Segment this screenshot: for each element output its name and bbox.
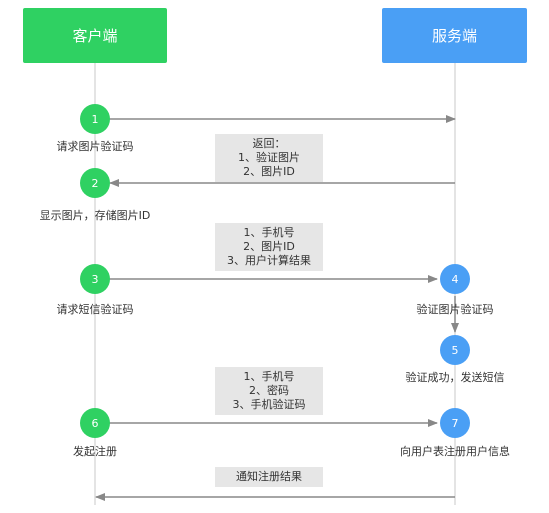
step-3-circle	[80, 264, 110, 294]
step-1-circle	[80, 104, 110, 134]
client-header: 客户端	[23, 8, 167, 63]
step-3-number: 3	[92, 273, 99, 286]
note-line: 2、图片ID	[243, 240, 295, 253]
note-register-result: 通知注册结果	[215, 467, 323, 487]
step-7-number: 7	[452, 417, 459, 430]
step-6-label: 发起注册	[73, 445, 117, 458]
step-4-circle	[440, 264, 470, 294]
step-5-circle	[440, 335, 470, 365]
note-line: 3、手机验证码	[232, 398, 306, 411]
step-2-label: 显示图片，存储图片ID	[39, 209, 151, 222]
step-6-circle	[80, 408, 110, 438]
step-1-number: 1	[92, 113, 99, 126]
note-line: 2、密码	[249, 384, 289, 397]
note-line: 2、图片ID	[243, 165, 295, 178]
note-line: 返回：	[252, 137, 286, 150]
step-2-circle	[80, 168, 110, 198]
note-line: 1、验证图片	[238, 151, 300, 164]
note-register-request: 1、手机号 2、密码 3、手机验证码	[215, 367, 323, 415]
server-title: 服务端	[431, 27, 477, 45]
step-3-label: 请求短信验证码	[56, 303, 134, 316]
step-5-number: 5	[452, 344, 459, 357]
step-7-circle	[440, 408, 470, 438]
step-4-number: 4	[452, 273, 459, 286]
note-line: 1、手机号	[243, 226, 295, 239]
step-5-label: 验证成功，发送短信	[405, 371, 505, 384]
note-line: 通知注册结果	[236, 470, 302, 483]
step-2-number: 2	[92, 177, 99, 190]
step-7-label: 向用户表注册用户信息	[400, 445, 510, 458]
step-1-label: 请求图片验证码	[56, 140, 134, 153]
client-title: 客户端	[72, 27, 118, 45]
note-line: 1、手机号	[243, 370, 295, 383]
note-return-image: 返回： 1、验证图片 2、图片ID	[215, 134, 323, 182]
note-line: 3、用户计算结果	[227, 254, 311, 267]
step-6-number: 6	[92, 417, 99, 430]
server-header: 服务端	[382, 8, 527, 63]
note-sms-request: 1、手机号 2、图片ID 3、用户计算结果	[215, 223, 323, 271]
step-4-label: 验证图片验证码	[416, 303, 494, 316]
